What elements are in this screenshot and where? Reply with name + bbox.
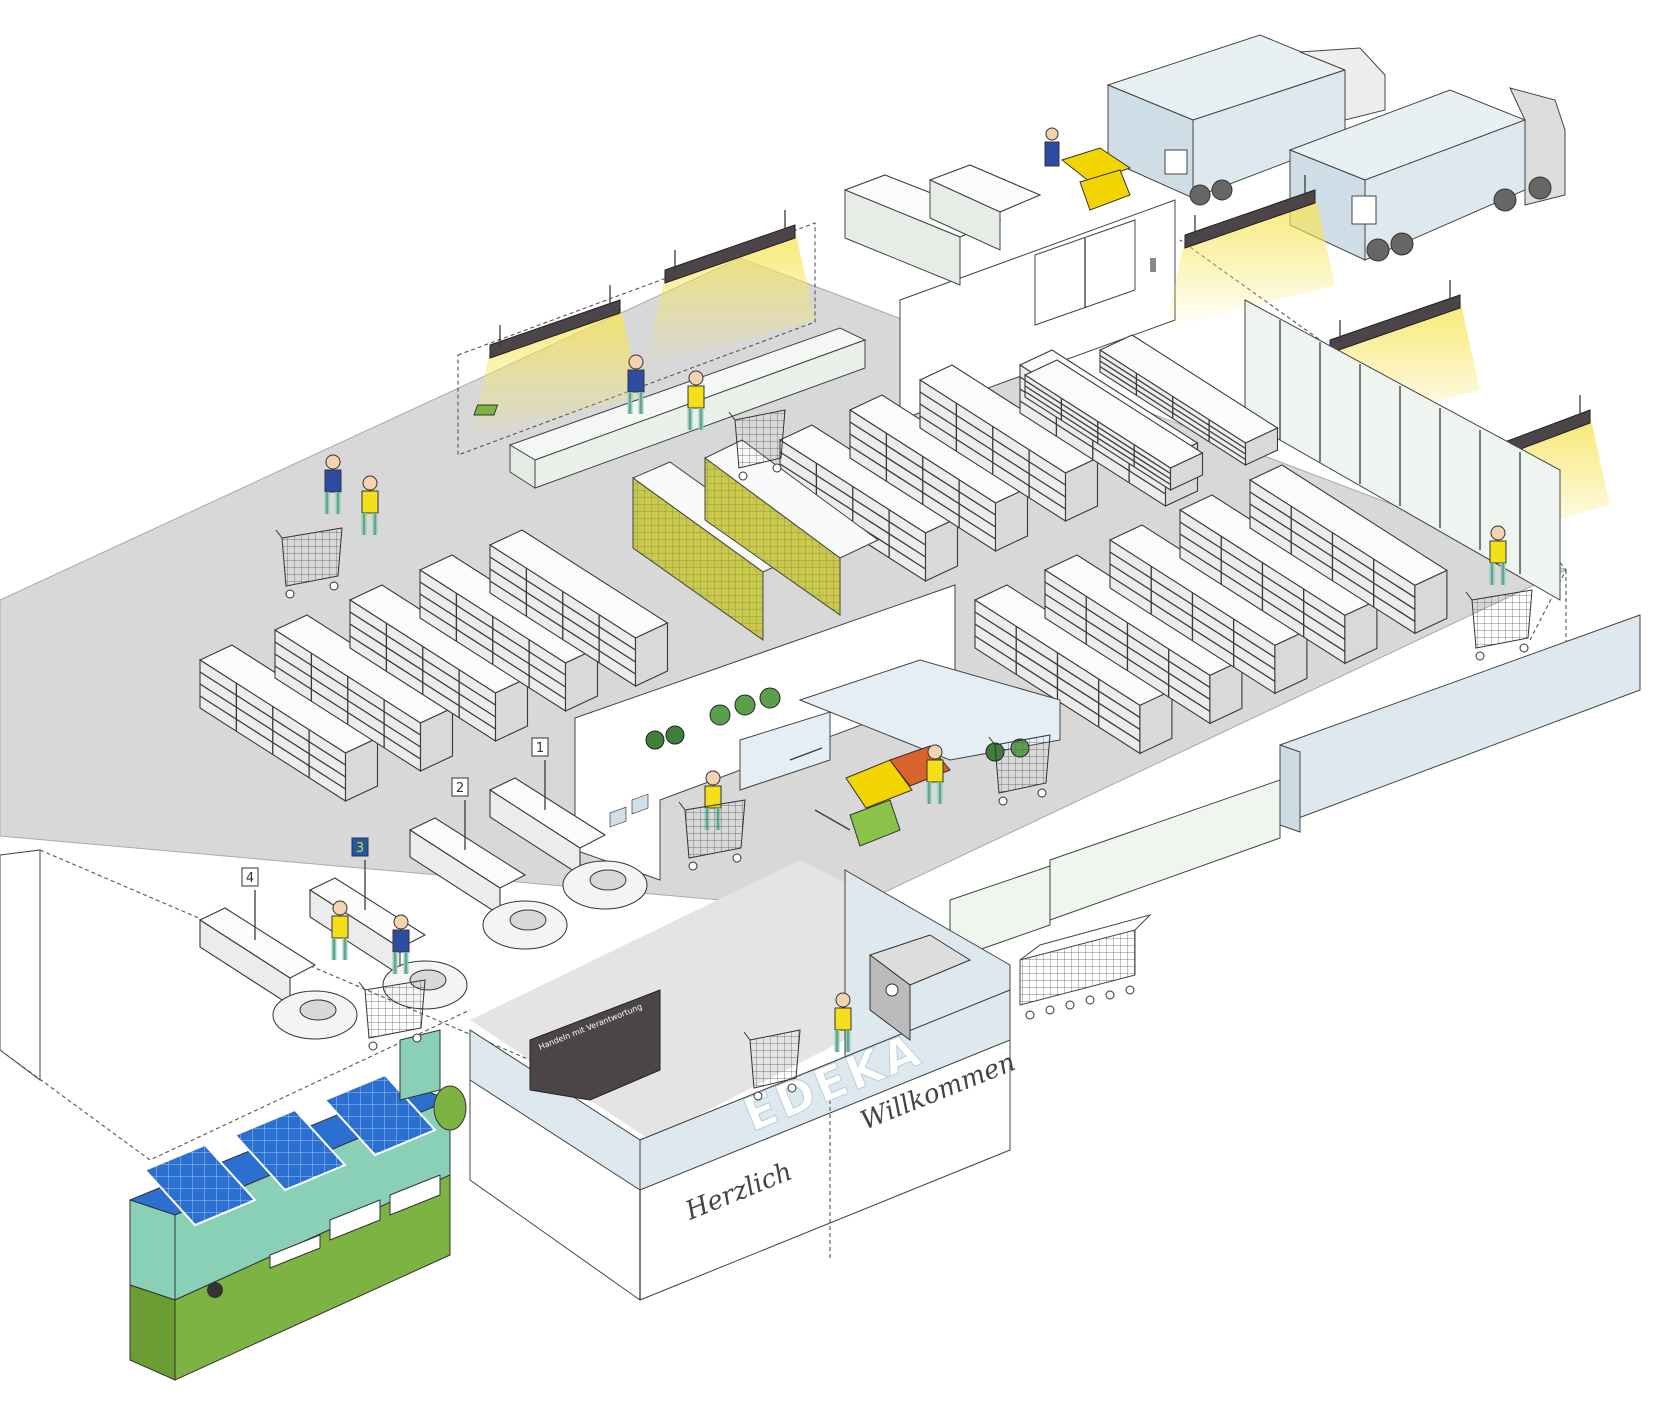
shelf-unit bbox=[1108, 524, 1309, 695]
truck-logo-icon bbox=[1164, 149, 1188, 175]
shopping-carts bbox=[275, 409, 1533, 1101]
checkout-number-sign: 1 bbox=[531, 737, 549, 757]
shopping-cart-corral[interactable] bbox=[1019, 914, 1152, 1020]
person-icon bbox=[687, 370, 705, 430]
shelf-unit bbox=[1098, 334, 1279, 467]
checkout-counter: 2 bbox=[408, 777, 568, 950]
shelf-unit bbox=[778, 424, 959, 583]
delivery-truck-1[interactable] bbox=[1106, 34, 1386, 206]
person-icon bbox=[834, 992, 852, 1052]
keypad-icon bbox=[1150, 258, 1156, 272]
checkout-number: 4 bbox=[246, 871, 254, 886]
worker-with-crates bbox=[1044, 127, 1132, 211]
shopping-cart-icon[interactable] bbox=[358, 979, 426, 1051]
truck-logo-icon bbox=[1351, 195, 1377, 225]
people bbox=[324, 354, 1507, 1052]
checkout-number: 3 bbox=[356, 841, 364, 856]
checkout-counter: 1 bbox=[488, 737, 648, 910]
shelf-rows bbox=[198, 334, 1449, 803]
shelf-unit bbox=[273, 614, 454, 773]
safe-icon bbox=[868, 934, 972, 1041]
person-icon bbox=[627, 354, 645, 414]
left-wall bbox=[0, 849, 41, 1081]
shopping-cart-icon[interactable] bbox=[678, 799, 746, 871]
shelf-unit bbox=[1178, 494, 1379, 665]
shopping-cart-icon[interactable] bbox=[728, 409, 786, 481]
fridge-wall bbox=[1244, 299, 1561, 601]
shelf-unit bbox=[1248, 464, 1449, 635]
shelf-unit bbox=[1023, 359, 1204, 492]
person-icon bbox=[392, 914, 410, 974]
checkout-number: 2 bbox=[456, 781, 464, 796]
drinks-shelves bbox=[631, 439, 879, 641]
person-icon bbox=[1489, 525, 1507, 585]
ceiling-lamp-icon bbox=[470, 285, 640, 440]
person-icon bbox=[926, 744, 944, 804]
shopping-cart-icon[interactable] bbox=[1465, 589, 1533, 661]
checkout-number: 1 bbox=[536, 741, 544, 756]
person-icon bbox=[324, 454, 342, 514]
shopping-cart-icon[interactable] bbox=[988, 734, 1051, 806]
person-icon bbox=[331, 900, 349, 960]
entrance-vestibule bbox=[469, 869, 1011, 1301]
storage-pallets bbox=[843, 164, 1042, 286]
front-glass-facade bbox=[949, 614, 1641, 961]
recycling-kiosk[interactable] bbox=[128, 1029, 467, 1381]
solar-panel-icon bbox=[143, 1073, 437, 1227]
shelf-unit bbox=[488, 529, 669, 688]
shelf-unit bbox=[918, 364, 1099, 523]
shelf-unit bbox=[418, 554, 599, 713]
shopping-cart-icon[interactable] bbox=[275, 527, 343, 599]
shelf-unit bbox=[348, 584, 529, 743]
ceiling-lamp-icon bbox=[645, 210, 815, 365]
ceiling-lamp-icon bbox=[1165, 175, 1335, 330]
shopping-cart-icon[interactable] bbox=[743, 1029, 801, 1101]
person-icon bbox=[361, 475, 379, 535]
checkout-counter: 4 bbox=[198, 867, 358, 1040]
shelf-unit bbox=[848, 394, 1029, 553]
checkout-number-sign: 2 bbox=[451, 777, 469, 797]
shelf-unit bbox=[973, 584, 1174, 755]
checkout-number-sign: 4 bbox=[241, 867, 259, 887]
checkout-number-sign: 3 bbox=[351, 837, 369, 857]
